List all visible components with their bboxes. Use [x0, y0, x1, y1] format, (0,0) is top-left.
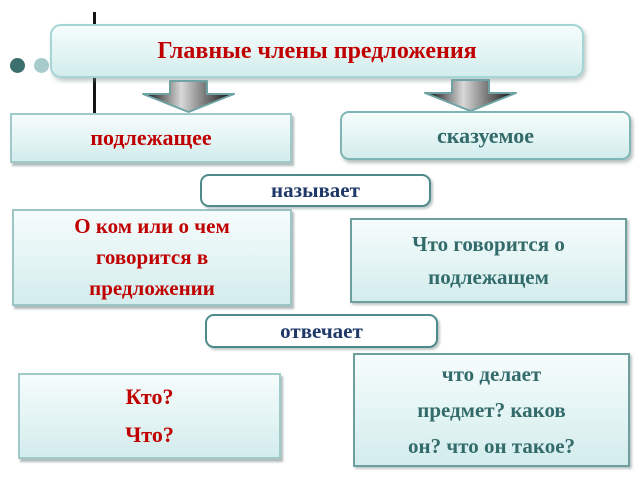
subject-question-line: Кто?	[125, 384, 174, 409]
predicate-term-label: сказуемое	[436, 122, 535, 148]
title-box: Главные члены предложения	[50, 24, 584, 78]
predicate-definition-line: Что говорится о	[412, 231, 565, 256]
arrow-down-icon	[142, 80, 235, 113]
predicate-definition-box: Что говорится о подлежащем	[350, 218, 627, 303]
subject-definition-line: говорится в	[95, 245, 209, 269]
subject-definition-line: предложении	[89, 276, 215, 300]
predicate-question-line: предмет? каков	[417, 398, 566, 422]
predicate-question-line: что делает	[441, 362, 542, 386]
subject-definition-box: О ком или о чем говорится в предложении	[12, 209, 292, 306]
subject-definition-line: О ком или о чем	[74, 214, 230, 238]
predicate-question-line: он? что он такое?	[407, 434, 576, 458]
subject-term-box: подлежащее	[10, 113, 292, 163]
bullet-light-icon	[34, 58, 49, 73]
predicate-term-box: сказуемое	[340, 111, 631, 160]
subject-question-line: Что?	[125, 422, 174, 447]
predicate-definition-line: подлежащем	[428, 264, 549, 289]
connector-names-label: называет	[271, 178, 360, 202]
arrow-down-icon	[424, 79, 517, 112]
bullet-dark-icon	[10, 58, 25, 73]
predicate-questions-box: что делает предмет? каков он? что он так…	[353, 353, 630, 467]
connector-answers-box: отвечает	[205, 314, 438, 348]
slide-title: Главные члены предложения	[157, 37, 477, 64]
connector-names-box: называет	[200, 174, 431, 207]
subject-questions-box: Кто? Что?	[18, 373, 281, 459]
subject-term-label: подлежащее	[90, 125, 212, 150]
connector-answers-label: отвечает	[280, 318, 363, 343]
